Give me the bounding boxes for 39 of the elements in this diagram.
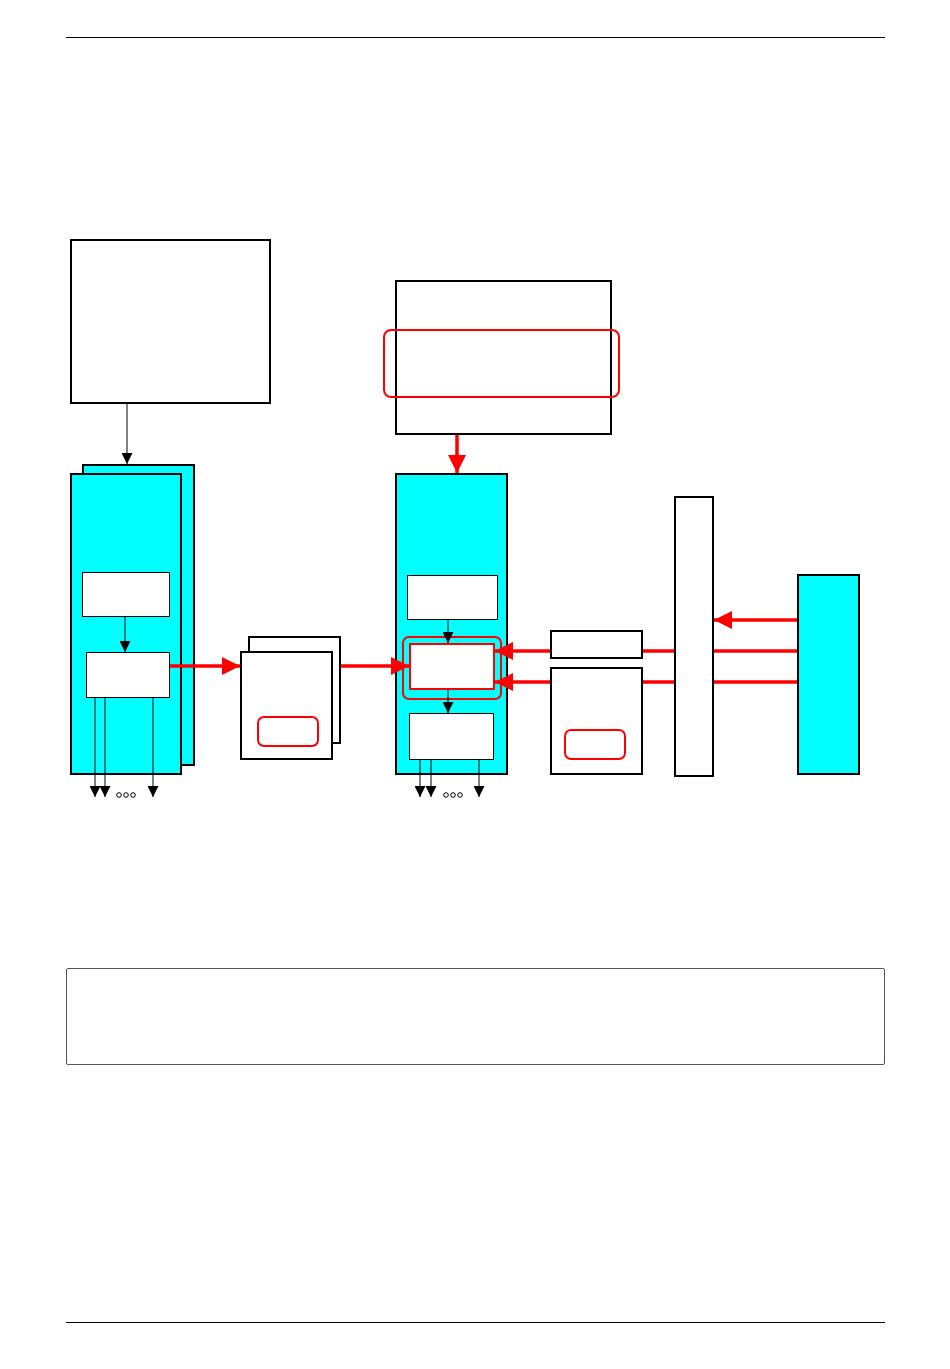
connector-line [643, 680, 674, 684]
block [407, 575, 498, 620]
bus-bar [674, 496, 714, 777]
arrow [495, 673, 550, 691]
block [82, 572, 170, 617]
block [409, 713, 494, 760]
highlight-frame [402, 636, 502, 700]
arrow [147, 697, 159, 798]
stacked-module-panel [70, 464, 195, 775]
block [70, 239, 271, 404]
arrow [89, 697, 101, 798]
connector-line [643, 649, 674, 653]
highlight-frame [257, 716, 319, 747]
connector-line [714, 649, 797, 653]
arrow [414, 759, 426, 798]
block [409, 643, 495, 690]
arrow [448, 435, 466, 473]
arrow [425, 759, 437, 798]
arrow [121, 403, 133, 465]
block [550, 667, 643, 775]
arrow [170, 657, 240, 675]
arrow [442, 689, 454, 714]
highlight-frame [564, 729, 626, 760]
arrow [473, 759, 485, 798]
highlight-frame [383, 329, 620, 398]
block [86, 652, 170, 698]
arrow [495, 642, 550, 660]
arrow [714, 611, 797, 629]
block [550, 630, 643, 659]
module-panel [395, 473, 508, 775]
arrow [341, 657, 409, 675]
arrow [99, 697, 111, 798]
note-box [66, 968, 885, 1065]
block [395, 280, 612, 435]
arrow [442, 619, 454, 644]
module-panel [797, 574, 860, 775]
connector-line [714, 680, 797, 684]
arrow [119, 616, 131, 653]
stacked-block [240, 636, 341, 760]
